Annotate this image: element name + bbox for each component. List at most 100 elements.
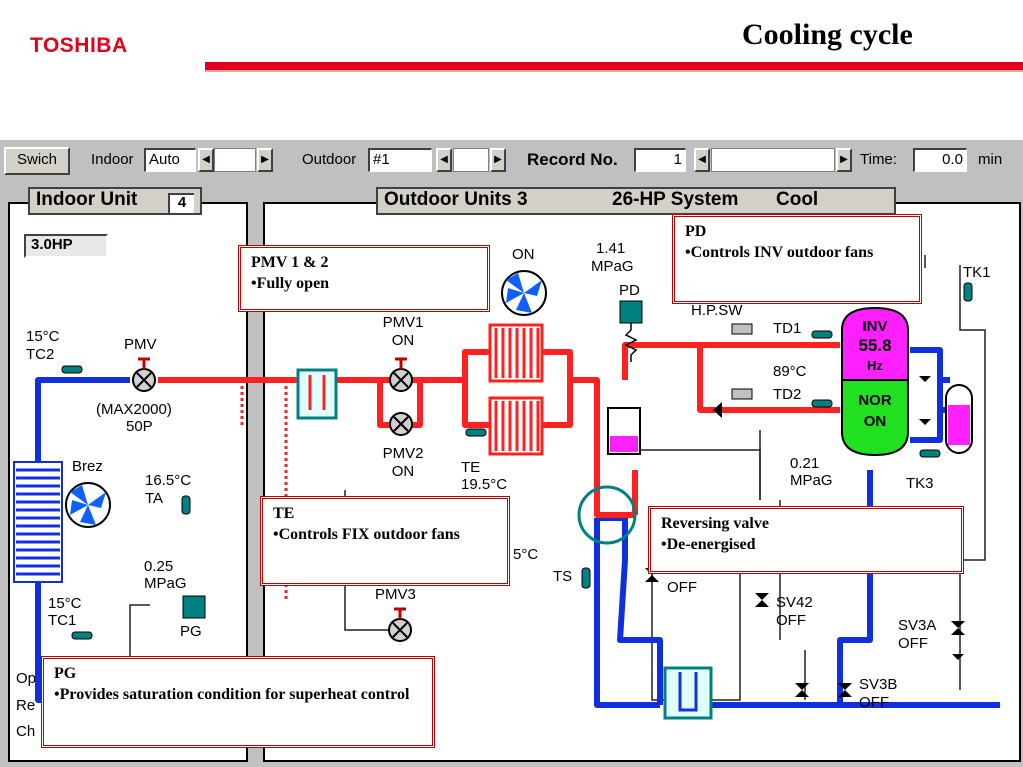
- ts-temperature: 5°C: [513, 546, 539, 563]
- tc1-label: TC1: [48, 612, 77, 629]
- sv3b-label: SV3B: [859, 676, 898, 693]
- tk1-label: TK1: [963, 264, 991, 281]
- outdoor-units-title-bar: Outdoor Units 3 26-HP System Cool: [376, 187, 896, 215]
- outdoor-units-title: Outdoor Units 3: [384, 189, 528, 210]
- outdoor-select[interactable]: #1: [368, 148, 432, 172]
- outdoor-prev-button[interactable]: ◀: [436, 148, 452, 172]
- nor-compressor-status: ON: [863, 413, 887, 430]
- pmv1-status: ON: [391, 332, 415, 349]
- pd-pressure: 1.41: [596, 240, 626, 257]
- indoor-coil: [13, 461, 63, 583]
- indoor-unit-count: 4: [168, 193, 194, 213]
- pg-label: PG: [180, 623, 202, 640]
- record-prev-button[interactable]: ◀: [694, 148, 710, 172]
- inv-compressor-unit: Hz: [867, 358, 883, 373]
- tk3-label: TK3: [906, 475, 934, 492]
- nor-compressor-label: NOR: [858, 392, 892, 409]
- header-rule-shadow: [205, 70, 1023, 72]
- td1-label: TD1: [773, 320, 802, 337]
- indoor-select[interactable]: Auto: [144, 148, 196, 172]
- tc2-label: TC2: [26, 346, 55, 363]
- td2-temperature: 89°C: [773, 363, 807, 380]
- indoor-unit-title-bar: Indoor Unit: [28, 187, 202, 215]
- callout-pd-title: PD: [685, 223, 707, 240]
- ta-label: TA: [145, 490, 164, 507]
- pmv-valves: [132, 368, 413, 642]
- indoor-next-button[interactable]: ▶: [257, 148, 273, 172]
- indoor-side-label-re: Re: [16, 697, 36, 714]
- callout-reversing-valve-text: •De-energised: [661, 536, 756, 553]
- inv-compressor-frequency: 55.8: [858, 336, 892, 355]
- pmv2-status: ON: [391, 463, 415, 480]
- hp-switch-label: H.P.SW: [691, 302, 743, 319]
- outdoor-fan-status: ON: [512, 246, 535, 263]
- slide-title: Cooling cycle: [742, 18, 913, 51]
- callout-pg-text: •Provides saturation condition for super…: [54, 686, 410, 703]
- pd-unit: MPaG: [591, 258, 634, 275]
- callout-pg-title: PG: [54, 665, 77, 682]
- indoor-side-label-op: Op: [16, 670, 37, 687]
- switch-button[interactable]: Swich: [4, 147, 70, 175]
- callout-te: TE •Controls FIX outdoor fans: [260, 496, 510, 586]
- record-scroll-track[interactable]: [711, 148, 835, 172]
- sv3a-label: SV3A: [898, 617, 937, 634]
- indoor-fan-label: Brez: [72, 458, 103, 475]
- td2-label: TD2: [773, 386, 802, 403]
- ps-pressure: 0.21: [790, 455, 820, 472]
- sv42-status: OFF: [776, 612, 806, 629]
- time-unit: min: [978, 151, 1003, 168]
- tc2-temperature: 15°C: [26, 328, 60, 345]
- outdoor-label: Outdoor: [302, 151, 357, 168]
- sv41-status: OFF: [667, 579, 697, 596]
- sv42-label: SV42: [776, 594, 813, 611]
- indoor-scroll-track[interactable]: [214, 148, 256, 172]
- time-label: Time:: [860, 151, 897, 168]
- indoor-capacity-badge: 3.0HP: [24, 234, 108, 258]
- callout-reversing-valve: Reversing valve •De-energised: [648, 506, 964, 574]
- outdoor-scroll-track[interactable]: [453, 148, 489, 172]
- record-next-button[interactable]: ▶: [836, 148, 852, 172]
- sv3b-status: OFF: [859, 694, 889, 711]
- inv-compressor-label: INV: [862, 318, 888, 335]
- indoor-side-label-ch: Ch: [16, 723, 36, 740]
- callout-pmv: PMV 1 & 2 •Fully open: [238, 245, 490, 312]
- toshiba-logo: TOSHIBA: [30, 34, 128, 57]
- pmv2-label: PMV2: [382, 445, 424, 462]
- ts-label: TS: [553, 568, 573, 585]
- liquid-tank: [296, 368, 338, 420]
- toolbar: Swich Indoor Auto ◀ ▶ Outdoor #1 ◀ ▶ Rec…: [0, 140, 1023, 184]
- indoor-prev-button[interactable]: ◀: [198, 148, 214, 172]
- indoor-pmv-max-pulse: (MAX2000): [96, 401, 172, 418]
- callout-pmv-title: PMV 1 & 2: [251, 254, 329, 271]
- pressure-sensors: [182, 300, 753, 619]
- outdoor-fan-icon: [501, 270, 547, 316]
- time-field[interactable]: 0.0: [913, 148, 967, 172]
- pg-pressure: 0.25: [144, 558, 174, 575]
- record-label: Record No.: [527, 150, 618, 169]
- callout-pd-text: •Controls INV outdoor fans: [685, 244, 874, 261]
- callout-pmv-text: •Fully open: [251, 275, 330, 292]
- indoor-pmv-label: PMV: [124, 336, 157, 353]
- indoor-label: Indoor: [91, 151, 134, 168]
- callout-pg: PG •Provides saturation condition for su…: [41, 656, 435, 748]
- header-rule: [205, 62, 1023, 70]
- operation-mode: Cool: [776, 189, 819, 210]
- indoor-unit-title: Indoor Unit: [36, 189, 138, 210]
- oil-tank: [945, 384, 973, 454]
- ta-temperature: 16.5°C: [145, 472, 192, 489]
- pmv1-label: PMV1: [382, 314, 424, 331]
- indoor-pmv-opening: 50P: [126, 418, 153, 435]
- te-temperature: 19.5°C: [461, 476, 508, 493]
- liquid-header-dashes: [240, 380, 288, 600]
- accumulator: [663, 666, 713, 720]
- tc1-temperature: 15°C: [48, 595, 82, 612]
- callout-te-text: •Controls FIX outdoor fans: [273, 526, 460, 543]
- compressors: [841, 306, 909, 457]
- pmv-actuators: [138, 357, 407, 619]
- outdoor-next-button[interactable]: ▶: [490, 148, 506, 172]
- record-number-field[interactable]: 1: [634, 148, 686, 172]
- pmv3-label: PMV3: [375, 586, 416, 603]
- callout-te-title: TE: [273, 505, 295, 522]
- te-label: TE: [461, 459, 481, 476]
- callout-pd: PD •Controls INV outdoor fans: [672, 214, 922, 304]
